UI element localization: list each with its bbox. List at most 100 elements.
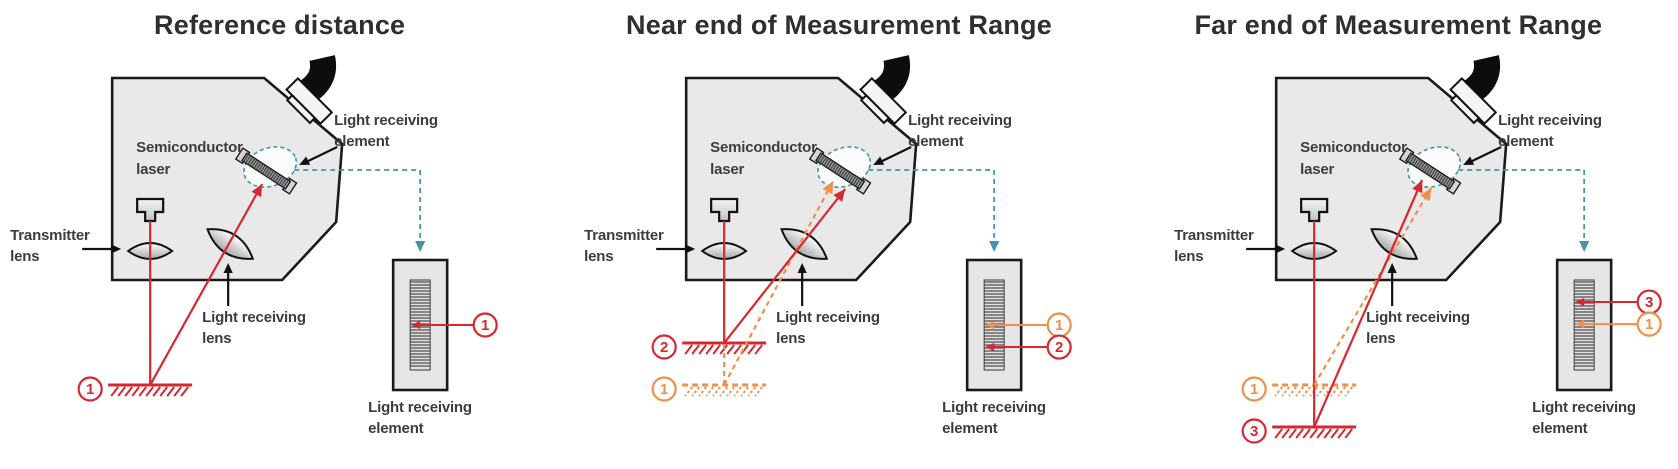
label-detector: element: [368, 420, 423, 437]
surface-hatch-tick: [740, 386, 750, 397]
label-light-receiving-element: Light receiving: [908, 112, 1012, 129]
surface-hatch-tick: [1344, 386, 1353, 397]
label-detector: Light receiving: [942, 399, 1046, 416]
receiving-lens-arrowhead-icon: [1387, 263, 1397, 273]
detector-marker: 1: [472, 312, 498, 338]
diagram-group: 11SemiconductorlaserTransmitterlensLight…: [10, 55, 498, 437]
surface-hatch-tick: [1330, 428, 1339, 439]
surface-hatch-tick: [733, 344, 743, 355]
surface-hatch-tick: [117, 386, 126, 397]
surface-hatch-tick: [1309, 428, 1318, 439]
laser-beam-reflected: [723, 180, 835, 386]
teal-link-line: [294, 169, 422, 242]
laser-beam-reflected: [1312, 187, 1432, 386]
panel-title: Far end of Measurement Range: [1194, 10, 1603, 40]
label-transmitter-lens: lens: [10, 248, 39, 265]
marker-digit: 1: [481, 317, 489, 334]
surface-hatch-tick: [180, 386, 189, 397]
detector-pointer-arrowhead-icon: [411, 320, 421, 330]
label-detector: Light receiving: [368, 399, 472, 416]
panel-title: Near end of Measurement Range: [626, 10, 1052, 40]
laser-beam-reflected: [149, 183, 264, 386]
marker-circle: [1241, 418, 1267, 444]
marker-digit: 1: [660, 381, 668, 398]
marker-digit: 3: [1645, 294, 1653, 311]
sensor-head: [1274, 76, 1508, 282]
receiving-element-icon: [1398, 147, 1462, 195]
laser-beam-reflected: [723, 188, 847, 344]
semiconductor-laser-icon: [710, 197, 739, 223]
diagram-group: 3113SemiconductorlaserTransmitterlensLig…: [1174, 55, 1662, 444]
transmitter-lens-arrowhead-icon: [685, 244, 696, 254]
surface-marker: 1: [651, 376, 678, 402]
marker-digit: 1: [1250, 381, 1258, 398]
panel-title: Reference distance: [154, 10, 406, 40]
laser-beam-arrowhead-icon: [822, 181, 834, 195]
surface-hatch-tick: [1316, 428, 1325, 439]
label-transmitter-lens: Transmitter: [1174, 227, 1254, 244]
element-label-arrowhead-icon: [1462, 156, 1474, 165]
transmitter-lens-arrowhead-icon: [1274, 244, 1285, 254]
marker-circle: [651, 334, 678, 360]
sensor-head: [110, 76, 344, 282]
label-detector: Light receiving: [1532, 399, 1636, 416]
surface-hatch-tick: [726, 386, 736, 397]
label-light-receiving-lens: lens: [776, 330, 805, 347]
surface-marker: 1: [77, 376, 103, 402]
label-light-receiving-lens: lens: [202, 330, 231, 347]
marker-digit: 1: [1055, 317, 1063, 334]
laser-beam-reflected: [1312, 179, 1423, 428]
marker-circle: [1636, 311, 1662, 337]
element-label-arrowhead-icon: [299, 156, 311, 165]
label-semiconductor-laser: Semiconductor: [1300, 139, 1407, 156]
label-light-receiving-element: Light receiving: [334, 112, 438, 129]
label-transmitter-lens: lens: [1174, 248, 1203, 265]
surface-hatch-tick: [1344, 428, 1353, 439]
surface-hatch-tick: [1316, 386, 1325, 397]
receiving-element-icon: [234, 147, 298, 195]
teal-link-line: [868, 169, 996, 242]
target-surface: 3: [1241, 418, 1356, 444]
semiconductor-laser-icon: [136, 197, 165, 223]
surface-hatch-tick: [1337, 386, 1346, 397]
marker-circle: [77, 376, 103, 402]
diagram-reference-distance: 11SemiconductorlaserTransmitterlensLight…: [10, 55, 498, 437]
label-light-receiving-lens: lens: [1366, 330, 1395, 347]
marker-digit: 2: [660, 339, 668, 356]
label-light-receiving-lens: Light receiving: [1366, 309, 1470, 326]
label-semiconductor-laser: laser: [136, 161, 170, 178]
detector-pointer-arrowhead-icon: [985, 320, 995, 330]
detector-pointer-arrowhead-icon: [1574, 297, 1584, 307]
label-transmitter-lens: Transmitter: [584, 227, 664, 244]
marker-digit: 3: [1250, 423, 1258, 440]
surface-hatch-tick: [726, 344, 736, 355]
surface-hatch-tick: [1281, 428, 1290, 439]
laser-beam-arrowhead-icon: [1419, 188, 1431, 202]
label-light-receiving-lens: Light receiving: [776, 309, 880, 326]
surface-hatch-tick: [1288, 428, 1297, 439]
surface-marker: 1: [1241, 376, 1267, 402]
detector-marker: 3: [1636, 289, 1662, 315]
connector: [859, 76, 908, 126]
marker-circle: [651, 376, 678, 402]
detector-marker: 2: [1046, 334, 1073, 360]
surface-hatch-tick: [1274, 386, 1283, 397]
teal-link-arrow-icon: [989, 241, 1000, 252]
surface-hatch-tick: [754, 344, 764, 355]
surface-hatch-tick: [684, 344, 694, 355]
surface-hatch-tick: [124, 386, 133, 397]
label-light-receiving-element: element: [1498, 133, 1553, 150]
surface-hatch-tick: [719, 386, 729, 397]
receiving-lens-arrowhead-icon: [797, 263, 808, 273]
label-light-receiving-element: element: [908, 133, 963, 150]
detector-pointer-arrowhead-icon: [985, 342, 995, 352]
surface-hatch-tick: [1281, 386, 1290, 397]
teal-link-arrow-icon: [1578, 241, 1589, 252]
surface-hatch-tick: [1330, 386, 1339, 397]
surface-hatch-tick: [747, 386, 757, 397]
semiconductor-laser-icon: [1299, 197, 1328, 223]
surface-hatch-tick: [712, 344, 722, 355]
surface-hatch-tick: [691, 386, 701, 397]
surface-hatch-tick: [173, 386, 182, 397]
